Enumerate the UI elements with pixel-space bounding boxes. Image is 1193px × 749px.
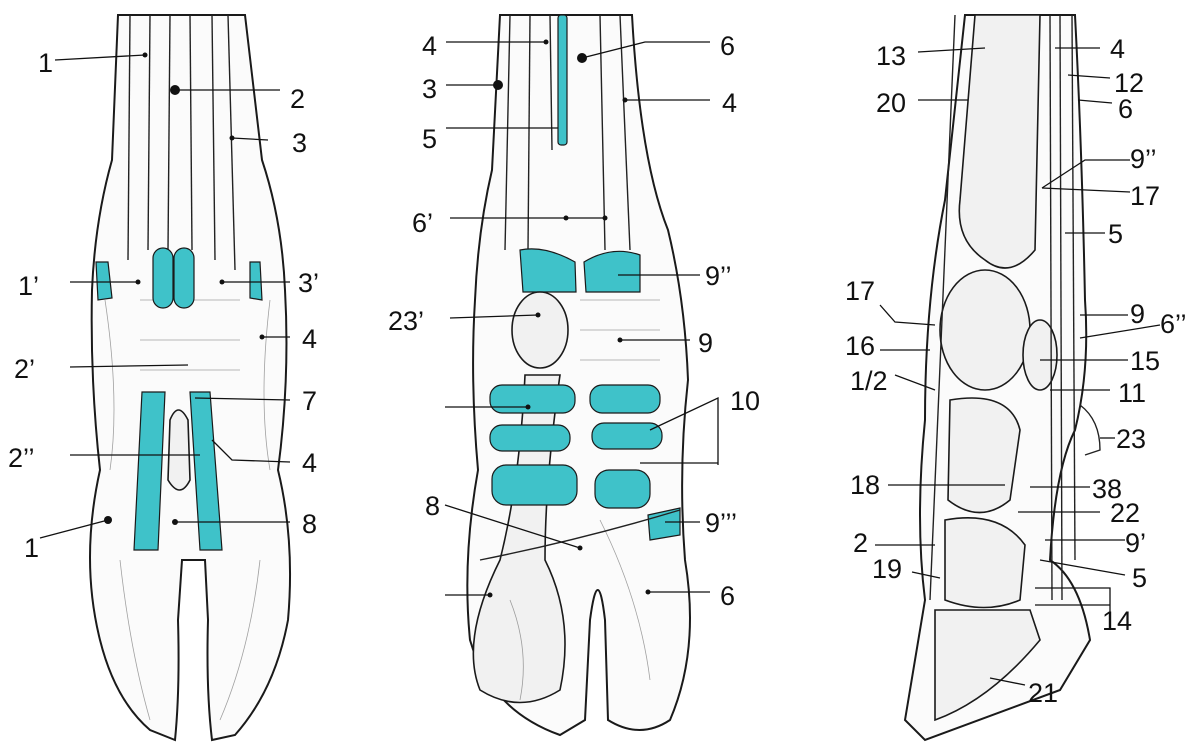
label-right-6: 9’’	[1130, 144, 1157, 174]
left-panel-drawing	[90, 15, 290, 740]
label-left-9: 2’’	[8, 443, 35, 473]
label-left-2: 2	[290, 84, 305, 114]
right-coronet-bone	[945, 518, 1025, 608]
label-left-12: 8	[302, 509, 317, 539]
label-right-4: 20	[876, 88, 906, 118]
right-panel-drawing	[905, 15, 1100, 740]
label-left-5: 3’	[298, 268, 319, 298]
label-left-8: 7	[302, 386, 317, 416]
label-right-22: 19	[872, 554, 902, 584]
label-right-11: 6’’	[1160, 309, 1187, 339]
middle-panel-drawing	[467, 15, 690, 735]
label-left-7: 2’	[14, 354, 35, 384]
label-middle-7: 9’’	[705, 261, 732, 291]
middle-joint-6	[595, 470, 650, 508]
label-right-17: 18	[850, 470, 880, 500]
middle-joint-2	[590, 385, 660, 413]
label-left-10: 4	[302, 448, 317, 478]
label-right-16: 23	[1116, 424, 1146, 454]
label-left-4: 1’	[18, 271, 39, 301]
label-right-23: 5	[1132, 563, 1147, 593]
label-middle-10: 10	[730, 386, 760, 416]
label-middle-4: 4	[722, 88, 737, 118]
label-right-25: 21	[1028, 678, 1058, 708]
label-middle-8: 23’	[388, 306, 424, 336]
middle-cartilage-strip	[558, 15, 567, 145]
label-right-21: 9’	[1125, 528, 1146, 558]
label-right-10: 9	[1130, 299, 1145, 329]
label-middle-9: 9	[698, 328, 713, 358]
label-left-11: 1	[24, 533, 39, 563]
label-middle-3: 3	[422, 74, 437, 104]
label-right-14: 1/2	[850, 366, 888, 396]
label-middle-13: 6	[720, 581, 735, 611]
right-pastern-bone	[948, 398, 1020, 513]
label-right-13: 15	[1130, 346, 1160, 376]
label-left-1: 1	[38, 48, 53, 78]
label-right-12: 16	[845, 331, 875, 361]
label-middle-2: 6	[720, 31, 735, 61]
label-right-8: 5	[1108, 219, 1123, 249]
label-right-15: 11	[1118, 378, 1146, 408]
left-cartilage-top-1	[153, 248, 173, 308]
label-right-1: 13	[876, 41, 906, 71]
middle-joint-5	[492, 465, 577, 505]
middle-sesamoid	[512, 292, 568, 368]
left-cartilage-side-right	[250, 262, 262, 300]
left-cartilage-top-2	[174, 248, 194, 308]
right-cannon-bone	[959, 15, 1040, 268]
label-right-5: 6	[1118, 94, 1133, 124]
label-middle-11: 8	[425, 491, 440, 521]
label-right-9: 17	[845, 276, 875, 306]
label-right-2: 4	[1110, 34, 1125, 64]
label-middle-6: 6’	[412, 208, 433, 238]
label-left-6: 4	[302, 324, 317, 354]
middle-joint-1	[490, 385, 575, 413]
label-right-7: 17	[1130, 181, 1160, 211]
left-interdigital-gap	[168, 410, 190, 490]
label-right-20: 2	[853, 528, 868, 558]
label-middle-5: 5	[422, 124, 437, 154]
middle-joint-4	[592, 423, 662, 449]
label-middle-12: 9’’’	[705, 508, 737, 538]
middle-joint-3	[490, 425, 570, 451]
middle-cartilage-9pp-right	[584, 251, 640, 292]
label-middle-1: 4	[422, 31, 437, 61]
label-right-24: 14	[1102, 606, 1132, 636]
label-left-3: 3	[292, 128, 307, 158]
label-right-19: 22	[1110, 498, 1140, 528]
right-fetlock-bone	[940, 270, 1030, 390]
